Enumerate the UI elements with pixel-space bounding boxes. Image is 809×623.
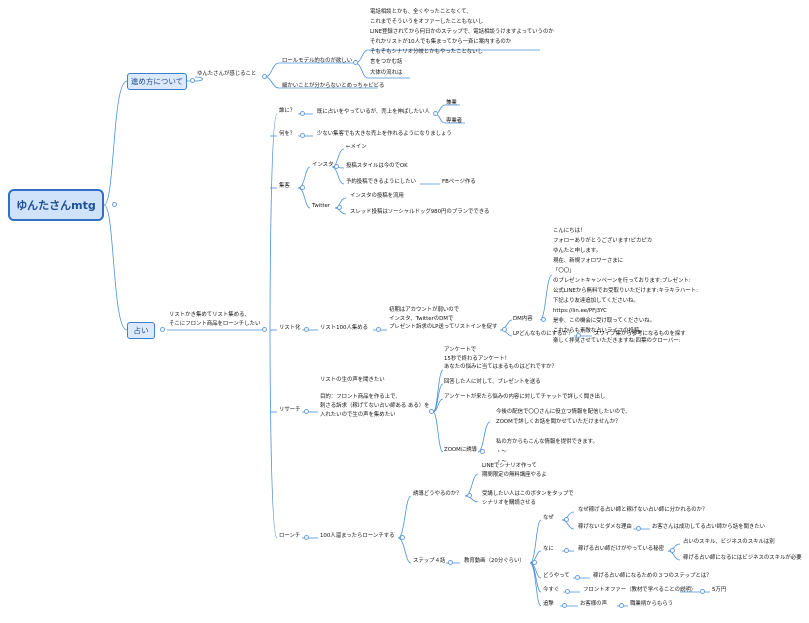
- node-yunta-kanjiru[interactable]: ゆんたさんが感じること: [197, 71, 257, 77]
- collapse-toggle-icon[interactable]: [190, 78, 195, 83]
- node-fukugyo[interactable]: 専業者: [446, 118, 463, 124]
- collapse-toggle-icon[interactable]: [337, 205, 342, 210]
- collapse-toggle-icon[interactable]: [564, 517, 569, 522]
- node-enquete-chat[interactable]: アンケートが来たら悩みの内容に対してチャットで詳しく聞き出し: [444, 394, 606, 400]
- collapse-toggle-icon[interactable]: [565, 589, 570, 594]
- collapse-toggle-icon[interactable]: [575, 575, 580, 580]
- node-twitter[interactable]: Twitter: [312, 203, 331, 209]
- collapse-toggle-icon[interactable]: [502, 327, 507, 332]
- collapse-toggle-icon[interactable]: [576, 333, 581, 338]
- node-kaiwa-lines[interactable]: 電話相談とかも、全くやったことなくて、 これまでそういうをオファーしたこともない…: [370, 9, 554, 65]
- collapse-toggle-icon[interactable]: [480, 449, 485, 454]
- node-list100[interactable]: リスト100人集める: [320, 325, 369, 331]
- collapse-toggle-icon[interactable]: [304, 327, 309, 332]
- node-naze[interactable]: なぜ: [543, 515, 554, 521]
- node-main-label[interactable]: ←メイン: [346, 144, 367, 150]
- node-dm-naiyo[interactable]: DM内容: [513, 316, 533, 322]
- node-yudo[interactable]: 誘導どうやるのか？: [413, 491, 462, 497]
- collapse-toggle-icon[interactable]: [562, 603, 567, 608]
- node-kasegenai[interactable]: 稼げないとダメな理由: [578, 524, 632, 530]
- node-naze-desc[interactable]: なぜ稼げる占い師と稼げない占い師に分かれるのか？: [578, 507, 708, 513]
- collapse-toggle-icon[interactable]: [467, 493, 472, 498]
- node-taitai[interactable]: 大体の流れは: [370, 70, 403, 76]
- collapse-toggle-icon[interactable]: [636, 526, 641, 531]
- node-step4[interactable]: ステップ４話: [413, 558, 446, 564]
- collapse-toggle-icon[interactable]: [532, 560, 537, 565]
- node-research[interactable]: リサーチ: [279, 407, 301, 413]
- node-nani2[interactable]: なに: [543, 546, 554, 552]
- node-enquete[interactable]: アンケートで 15秒で終わるアンケート！ あなたの悩みに当てはまるものはどれです…: [444, 347, 557, 371]
- collapse-toggle-icon[interactable]: [300, 133, 305, 138]
- node-imasugu[interactable]: 今すぐ: [543, 587, 560, 593]
- collapse-toggle-icon[interactable]: [353, 60, 358, 65]
- node-dm-text[interactable]: こんにちは！ フォローありがとうございます!ピカピカ ゆんたと申します。 現在、…: [553, 228, 698, 344]
- topic-uranai[interactable]: 占い: [127, 322, 155, 339]
- node-kaito[interactable]: 回答した人に対して、プレゼントを送る: [444, 379, 541, 385]
- collapse-toggle-icon[interactable]: [400, 535, 405, 540]
- node-price[interactable]: 5万円: [712, 587, 727, 593]
- collapse-toggle-icon[interactable]: [262, 327, 267, 332]
- node-dare-desc[interactable]: 既に占いをやっているが、売上を伸ばしたい人: [317, 109, 430, 115]
- collapse-toggle-icon[interactable]: [433, 111, 438, 116]
- collapse-toggle-icon[interactable]: [160, 327, 165, 332]
- node-nani-desc[interactable]: 少ない集客でも大きな売上を作れるようになりましょう: [317, 131, 452, 137]
- node-lp[interactable]: LPどんなものにするか？: [513, 331, 574, 337]
- node-three-steps[interactable]: 稼げる占い師になるための３つのステップとは？: [593, 573, 712, 579]
- node-yoyaku[interactable]: 予約投稿できるようにしたい: [346, 179, 416, 185]
- collapse-toggle-icon[interactable]: [619, 603, 624, 608]
- collapse-toggle-icon[interactable]: [670, 548, 675, 553]
- node-shukyaku[interactable]: 集客: [279, 183, 290, 189]
- collapse-toggle-icon[interactable]: [448, 560, 453, 565]
- node-renkei[interactable]: 職業柄からもらう: [630, 601, 674, 607]
- node-okyaku-koe[interactable]: お客様の声: [580, 601, 607, 607]
- collapse-toggle-icon[interactable]: [304, 409, 309, 414]
- collapse-toggle-icon[interactable]: [262, 74, 267, 79]
- node-front-offer[interactable]: フロントオファー（教材で学べることの説明）: [583, 587, 697, 593]
- node-skill2[interactable]: 稼げる占い師になるにはビジネスのスキルが必要: [683, 555, 802, 561]
- collapse-toggle-icon[interactable]: [541, 317, 546, 322]
- node-tsuika[interactable]: 追撃: [543, 601, 554, 607]
- node-jushin[interactable]: 受講したい人はこのボタンをタップで シナリオを購読させる: [482, 491, 574, 506]
- node-research-desc[interactable]: リストの生の声を聞きたい 目的：フロント商品を作る上で、 刺さる訴求（稼げてない…: [320, 377, 430, 418]
- node-honshoku[interactable]: 兼業: [446, 100, 457, 106]
- node-launch[interactable]: ローンチ: [279, 533, 301, 539]
- node-list-atsume[interactable]: リストかき集めてリスト集める、 そこにフロント商品をローンチしたい: [169, 312, 261, 327]
- node-dare[interactable]: 誰に？: [279, 108, 296, 114]
- node-list-ka[interactable]: リスト化: [279, 325, 301, 331]
- collapse-toggle-icon[interactable]: [700, 589, 705, 594]
- node-zoom-text[interactable]: 今後の配信で〇〇さんに役立つ情報を配信したいので、 ZOOMで詳しくお話を聞かせ…: [496, 409, 631, 465]
- node-douyatte[interactable]: どうやって: [543, 573, 570, 579]
- node-insta-tenyo[interactable]: インスタの投稿を流用: [350, 193, 404, 199]
- collapse-toggle-icon[interactable]: [304, 535, 309, 540]
- topic-susumekata[interactable]: 進め方について: [127, 73, 187, 90]
- collapse-toggle-icon[interactable]: [376, 327, 381, 332]
- collapse-toggle-icon[interactable]: [300, 111, 305, 116]
- collapse-toggle-icon[interactable]: [334, 164, 339, 169]
- node-nani[interactable]: 何を？: [279, 131, 296, 137]
- node-shoki[interactable]: 初期はアカウントが弱いので インスタ、TwitterのDMで プレゼント訴求のL…: [389, 307, 498, 331]
- node-zoom[interactable]: ZOOMに誘導: [444, 447, 478, 453]
- node-toko-style[interactable]: 投稿スタイルは今のでOK: [346, 163, 408, 169]
- node-insta[interactable]: インスタ: [312, 162, 334, 168]
- collapse-toggle-icon[interactable]: [112, 202, 117, 207]
- collapse-toggle-icon[interactable]: [429, 409, 434, 414]
- node-swipe[interactable]: スワイプ集から参考になるものを探す: [594, 331, 686, 337]
- node-kasegeru[interactable]: 稼げる占い師だけがやっている秘密: [578, 546, 664, 552]
- node-okyaku[interactable]: お客さんは成功してる占い師から話を聞きたい: [652, 524, 766, 530]
- node-kyoiku[interactable]: 教育動画（20分ぐらい）: [464, 558, 525, 564]
- node-fb[interactable]: FBページ作る: [442, 179, 476, 185]
- node-skill1[interactable]: 占いのスキル、ビジネスのスキルは別: [683, 539, 775, 545]
- node-line-scenario[interactable]: LINEでシナリオ作って 期間限定の無料講座やるよ: [482, 463, 547, 478]
- collapse-toggle-icon[interactable]: [564, 548, 569, 553]
- node-launch100[interactable]: 100人溜まったらローンチする: [320, 533, 395, 539]
- node-rolemodel[interactable]: ロールモデル的なのが欲しい: [282, 58, 353, 64]
- collapse-toggle-icon[interactable]: [300, 185, 305, 190]
- node-thread[interactable]: スレッド投稿はソーシャルドッグ980円のプランでできる: [350, 209, 490, 215]
- node-komakai[interactable]: 細かいことが分からないとめっちゃビビる: [282, 83, 385, 89]
- root-node[interactable]: ゆんたさんmtg: [8, 189, 104, 221]
